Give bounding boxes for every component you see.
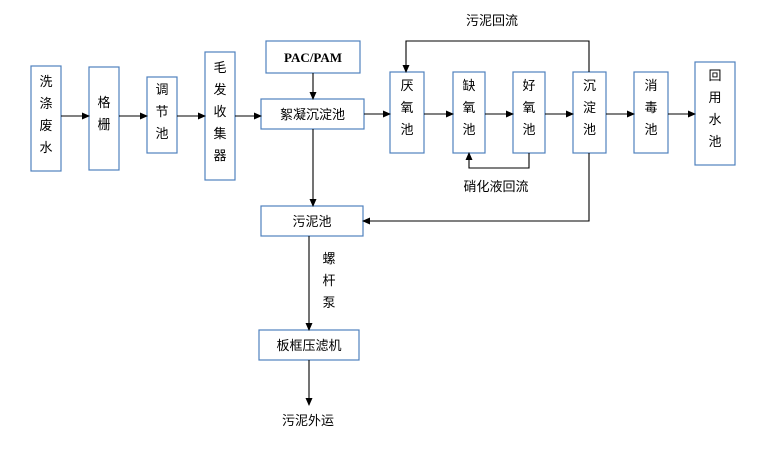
label-nitrate-return: 硝化液回流	[463, 180, 528, 195]
arrow-settling-to-sludge	[362, 153, 590, 225]
node-reuse-tank: 回用水池	[694, 61, 736, 166]
node-label: 板框压滤机	[276, 339, 341, 354]
node-label: 洗涤废水	[39, 75, 52, 156]
node-sludge-tank: 污泥池	[260, 205, 364, 237]
node-anoxic: 缺氧池	[452, 71, 486, 154]
node-anaerobic: 厌氧池	[389, 71, 425, 154]
node-disinfection: 消毒池	[633, 71, 669, 154]
node-label: 消毒池	[644, 79, 657, 138]
node-flocculation-settling: 絮凝沉淀池	[260, 98, 365, 130]
node-label: 絮凝沉淀池	[280, 107, 345, 123]
node-grille: 格栅	[88, 66, 120, 171]
node-label: 调节池	[155, 83, 168, 142]
node-pac-pam: PAC/PAM	[265, 40, 361, 74]
node-label: 缺氧池	[462, 79, 475, 138]
node-label: 污泥池	[292, 215, 331, 230]
node-label: PAC/PAM	[284, 50, 342, 65]
node-filter-press: 板框压滤机	[258, 329, 360, 361]
node-settling: 沉淀池	[572, 71, 607, 154]
label-screw-pump: 螺杆泵	[322, 252, 335, 311]
node-adjust-tank: 调节池	[146, 76, 178, 154]
node-label: 格栅	[97, 95, 110, 133]
label-sludge-out: 污泥外运	[282, 414, 334, 429]
node-label: 厌氧池	[400, 79, 413, 138]
arrow-sludge-return	[402, 40, 590, 73]
label-sludge-return: 污泥回流	[466, 14, 518, 29]
arrow-nitrate-return	[465, 152, 530, 169]
node-label: 毛发收集器	[213, 61, 226, 164]
node-hair-collector: 毛发收集器	[204, 51, 236, 181]
node-label: 好氧池	[522, 79, 535, 138]
node-label: 沉淀池	[583, 79, 596, 138]
node-wash-wastewater: 洗涤废水	[30, 65, 62, 172]
node-label: 回用水池	[708, 69, 721, 150]
node-aerobic: 好氧池	[512, 71, 546, 154]
